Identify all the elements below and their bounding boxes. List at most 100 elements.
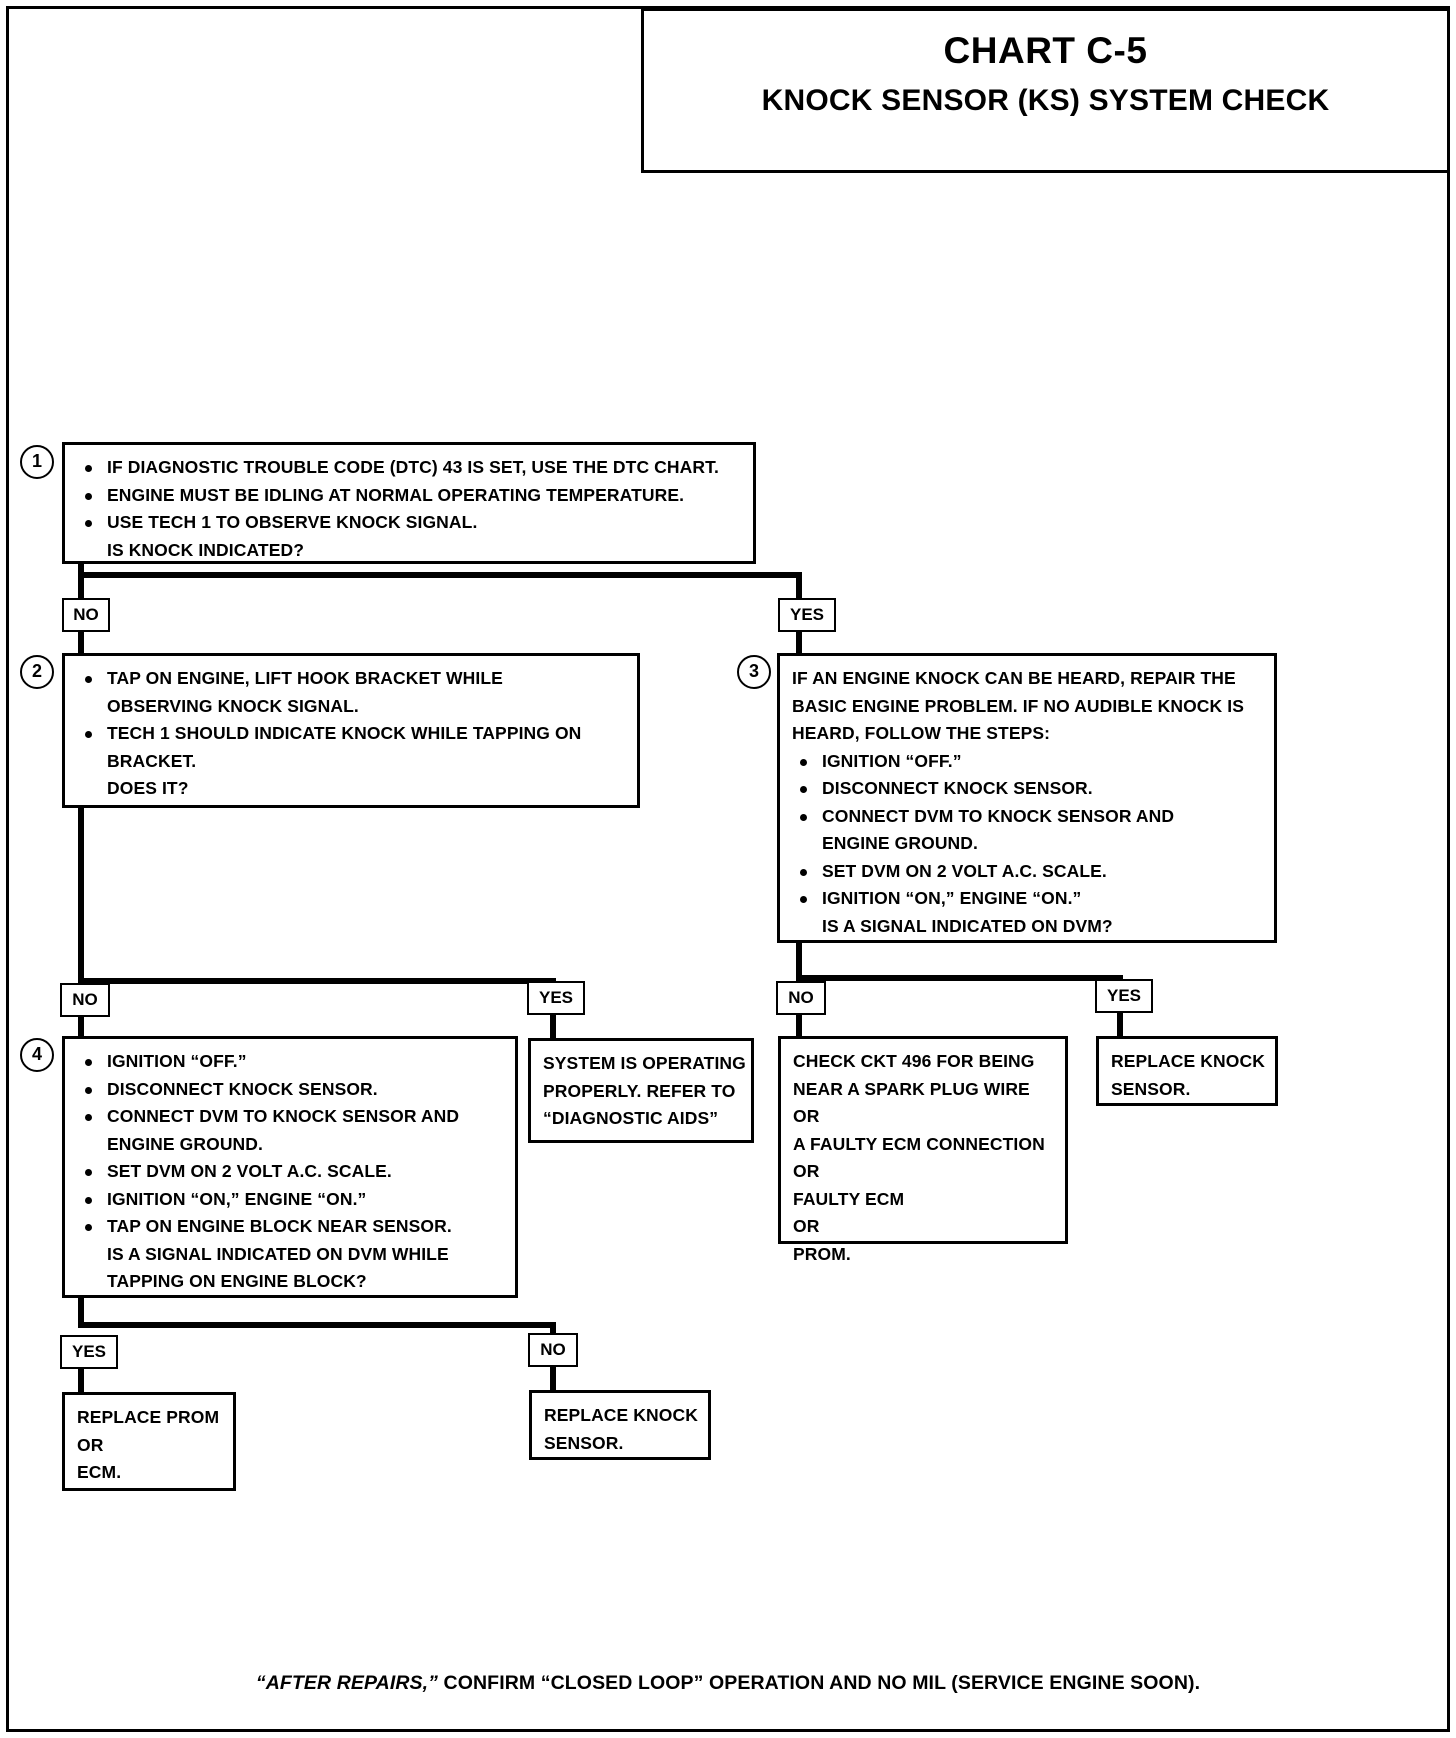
terminal-check-ckt-496: CHECK CKT 496 FOR BEING NEAR A SPARK PLU… — [778, 1036, 1068, 1264]
box-step-3-line-5: DISCONNECT KNOCK SENSOR. — [792, 775, 1264, 803]
terminal-check-ckt-line-7: OR — [793, 1216, 820, 1236]
terminal-system-ok-line-3: “DIAGNOSTIC AIDS” — [543, 1108, 719, 1128]
box-step-4-lines: IGNITION “OFF.” DISCONNECT KNOCK SENSOR.… — [65, 1039, 515, 1304]
terminal-replace-prom-lines: REPLACE PROM OR ECM. — [65, 1395, 233, 1495]
connector-box4-right-drop — [550, 1322, 556, 1337]
connector-no1-to-box2 — [78, 630, 84, 658]
box-step-3: IF AN ENGINE KNOCK CAN BE HEARD, REPAIR … — [777, 653, 1277, 943]
terminal-replace-prom-line-3: ECM. — [77, 1462, 122, 1482]
connector-box2-bar — [78, 978, 556, 984]
box-step-1-lines: IF DIAGNOSTIC TROUBLE CODE (DTC) 43 IS S… — [65, 445, 753, 572]
terminal-replace-ks-bottom-lines: REPLACE KNOCK SENSOR. — [532, 1393, 708, 1465]
terminal-check-ckt-line-8: PROM. — [793, 1243, 851, 1264]
terminal-replace-knock-sensor-right: REPLACE KNOCK SENSOR. — [1096, 1036, 1278, 1106]
box-step-2-line-4: BRACKET. — [107, 750, 197, 771]
connector-box3-right-drop — [1117, 975, 1123, 982]
connector-box4-bar — [78, 1322, 556, 1328]
box-step-4-line-5: SET DVM ON 2 VOLT A.C. SCALE. — [77, 1158, 505, 1186]
tag-no-step1: NO — [62, 598, 110, 632]
terminal-replace-ks-right-line-2: SENSOR. — [1111, 1078, 1191, 1099]
footer-rest: CONFIRM “CLOSED LOOP” OPERATION AND NO M… — [438, 1672, 1201, 1694]
terminal-replace-ks-right-line-1: REPLACE KNOCK — [1111, 1051, 1265, 1071]
terminal-replace-prom-line-2: OR — [77, 1434, 104, 1455]
box-step-3-line-10: IS A SIGNAL INDICATED ON DVM? — [822, 915, 1113, 936]
tag-no-step3: NO — [776, 981, 826, 1015]
connector-box2-stem — [78, 806, 84, 984]
box-step-2-line-1: TAP ON ENGINE, LIFT HOOK BRACKET WHILE — [77, 665, 627, 693]
box-step-2-line-2: OBSERVING KNOCK SIGNAL. — [107, 695, 359, 716]
box-step-2-line-3: TECH 1 SHOULD INDICATE KNOCK WHILE TAPPI… — [77, 720, 627, 748]
connector-box4-stem — [78, 1296, 84, 1328]
box-step-4-line-9: TAPPING ON ENGINE BLOCK? — [107, 1271, 367, 1291]
box-step-1: IF DIAGNOSTIC TROUBLE CODE (DTC) 43 IS S… — [62, 442, 756, 564]
terminal-check-ckt-line-3: OR — [793, 1106, 820, 1126]
box-step-3-line-6: CONNECT DVM TO KNOCK SENSOR AND — [792, 803, 1264, 831]
box-step-4-line-8: IS A SIGNAL INDICATED ON DVM WHILE — [107, 1243, 449, 1264]
connector-yes2-to-terminal — [550, 1012, 556, 1041]
tag-yes-step4: YES — [60, 1335, 118, 1369]
box-step-4-line-3: CONNECT DVM TO KNOCK SENSOR AND — [77, 1103, 505, 1131]
terminal-check-ckt-line-4: A FAULTY ECM CONNECTION — [793, 1133, 1045, 1154]
box-step-1-line-3: USE TECH 1 TO OBSERVE KNOCK SIGNAL. — [77, 509, 743, 537]
terminal-replace-knock-sensor-bottom: REPLACE KNOCK SENSOR. — [529, 1390, 711, 1460]
box-step-3-line-2: BASIC ENGINE PROBLEM. IF NO AUDIBLE KNOC… — [792, 695, 1244, 716]
chart-title-block: CHART C-5 KNOCK SENSOR (KS) SYSTEM CHECK — [641, 8, 1447, 173]
terminal-check-ckt-lines: CHECK CKT 496 FOR BEING NEAR A SPARK PLU… — [781, 1039, 1065, 1276]
box-step-4-line-7: TAP ON ENGINE BLOCK NEAR SENSOR. — [77, 1213, 505, 1241]
terminal-system-ok-line-2: PROPERLY. REFER TO — [543, 1080, 736, 1101]
step-circle-2: 2 — [20, 655, 54, 689]
terminal-check-ckt-line-6: FAULTY ECM — [793, 1188, 905, 1209]
connector-no3-to-terminal — [796, 1012, 802, 1041]
box-step-4-line-6: IGNITION “ON,” ENGINE “ON.” — [77, 1186, 505, 1214]
box-step-3-line-1: IF AN ENGINE KNOCK CAN BE HEARD, REPAIR … — [792, 668, 1236, 688]
box-step-3-lines: IF AN ENGINE KNOCK CAN BE HEARD, REPAIR … — [780, 656, 1274, 948]
tag-no-step2: NO — [60, 983, 110, 1017]
box-step-3-line-8: SET DVM ON 2 VOLT A.C. SCALE. — [792, 858, 1264, 886]
box-step-4-line-2: DISCONNECT KNOCK SENSOR. — [77, 1076, 505, 1104]
terminal-replace-ks-bottom-line-2: SENSOR. — [544, 1432, 624, 1453]
box-step-4-line-1: IGNITION “OFF.” — [77, 1048, 505, 1076]
tag-no-step4: NO — [528, 1333, 578, 1367]
box-step-1-line-1: IF DIAGNOSTIC TROUBLE CODE (DTC) 43 IS S… — [77, 454, 743, 482]
page-border — [6, 6, 1450, 1732]
chart-number: CHART C-5 — [943, 30, 1148, 71]
connector-box1-right-drop — [796, 572, 802, 602]
connector-yes3-to-terminal — [1117, 1010, 1123, 1039]
connector-box3-bar — [796, 975, 1123, 981]
tag-yes-step1: YES — [778, 598, 836, 632]
box-step-2: TAP ON ENGINE, LIFT HOOK BRACKET WHILE O… — [62, 653, 640, 808]
box-step-2-lines: TAP ON ENGINE, LIFT HOOK BRACKET WHILE O… — [65, 656, 637, 811]
terminal-check-ckt-line-1: CHECK CKT 496 FOR BEING — [793, 1051, 1035, 1071]
terminal-replace-ks-right-lines: REPLACE KNOCK SENSOR. — [1099, 1039, 1275, 1111]
box-step-1-line-2: ENGINE MUST BE IDLING AT NORMAL OPERATIN… — [77, 482, 743, 510]
step-circle-3: 3 — [737, 655, 771, 689]
footer-emphasis: “AFTER REPAIRS,” — [255, 1672, 439, 1694]
box-step-3-line-9: IGNITION “ON,” ENGINE “ON.” — [792, 885, 1264, 913]
box-step-3-line-4: IGNITION “OFF.” — [792, 748, 1264, 776]
terminal-system-operating-properly: SYSTEM IS OPERATING PROPERLY. REFER TO “… — [528, 1038, 754, 1143]
connector-yes4-to-terminal — [78, 1368, 84, 1396]
box-step-3-line-3: HEARD, FOLLOW THE STEPS: — [792, 723, 1051, 743]
box-step-1-line-4: IS KNOCK INDICATED? — [107, 539, 304, 560]
connector-box3-stem — [796, 941, 802, 981]
terminal-replace-prom-or-ecm: REPLACE PROM OR ECM. — [62, 1392, 236, 1491]
terminal-replace-ks-bottom-line-1: REPLACE KNOCK — [544, 1405, 698, 1425]
step-circle-1: 1 — [20, 445, 54, 479]
box-step-4: IGNITION “OFF.” DISCONNECT KNOCK SENSOR.… — [62, 1036, 518, 1298]
connector-no4-to-terminal — [550, 1366, 556, 1394]
connector-no2-to-box4 — [78, 1014, 84, 1043]
chart-name: KNOCK SENSOR (KS) SYSTEM CHECK — [761, 84, 1330, 117]
tag-yes-step2: YES — [527, 981, 585, 1015]
tag-yes-step3: YES — [1095, 979, 1153, 1013]
terminal-system-ok-line-1: SYSTEM IS OPERATING — [543, 1053, 746, 1073]
connector-yes1-to-box3 — [796, 630, 802, 658]
step-circle-4: 4 — [20, 1038, 54, 1072]
box-step-2-line-5: DOES IT? — [107, 778, 189, 798]
terminal-check-ckt-line-2: NEAR A SPARK PLUG WIRE — [793, 1078, 1030, 1099]
footer-note: “AFTER REPAIRS,” CONFIRM “CLOSED LOOP” O… — [0, 1672, 1456, 1695]
connector-box1-bar — [78, 572, 802, 578]
terminal-replace-prom-line-1: REPLACE PROM — [77, 1407, 220, 1427]
connector-box1-stem — [78, 561, 84, 578]
terminal-check-ckt-line-5: OR — [793, 1161, 820, 1181]
box-step-4-line-4: ENGINE GROUND. — [107, 1133, 263, 1154]
